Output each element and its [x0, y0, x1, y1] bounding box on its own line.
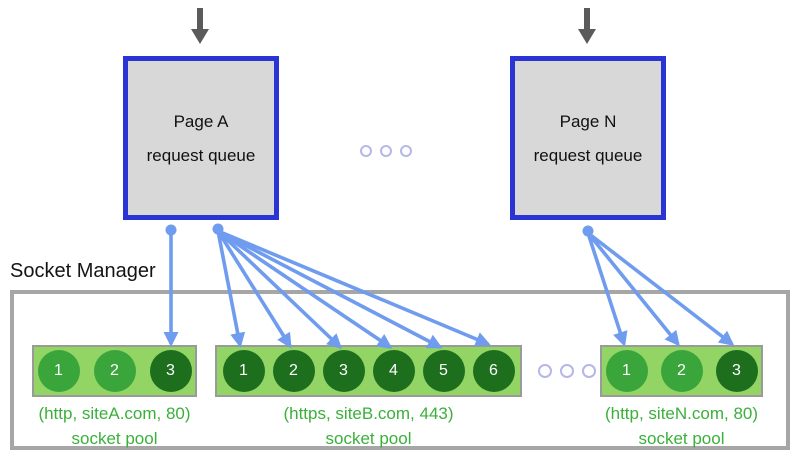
- socket-pool-sitea-caption: (http, siteA.com, 80) socket pool: [12, 401, 217, 451]
- page-n-title: Page N: [559, 111, 617, 131]
- ellipsis-icon: [360, 145, 412, 157]
- ellipsis-dot-icon: [582, 364, 596, 378]
- ellipsis-dot-icon: [360, 145, 372, 157]
- socket-circle: 1: [605, 350, 648, 392]
- socket-pool-siten: 1 2 3: [600, 345, 763, 397]
- connection-origin-dot: [582, 225, 594, 237]
- socket-pool-siteb-caption: (https, siteB.com, 443) socket pool: [195, 401, 542, 451]
- socket-pool-sitea: 1 2 3: [32, 345, 197, 397]
- pool-address: (http, siteA.com, 80): [38, 404, 191, 423]
- socket-manager-title: Socket Manager: [10, 260, 156, 282]
- ellipsis-dot-icon: [380, 145, 392, 157]
- ellipsis-dot-icon: [560, 364, 574, 378]
- page-n-subtitle: request queue: [533, 145, 643, 165]
- socket-circle: 3: [322, 350, 365, 392]
- socket-circle: 3: [715, 350, 758, 392]
- socket-circle: 6: [472, 350, 515, 392]
- pool-address: (https, siteB.com, 443): [283, 404, 454, 423]
- page-a-subtitle: request queue: [146, 145, 256, 165]
- socket-circle: 4: [372, 350, 415, 392]
- connection-origin-dot: [212, 223, 224, 235]
- socket-pool-siten-caption: (http, siteN.com, 80) socket pool: [580, 401, 783, 451]
- ellipsis-dot-icon: [538, 364, 552, 378]
- socket-circle: 5: [422, 350, 465, 392]
- ellipsis-icon: [538, 364, 596, 378]
- socket-circle: 2: [660, 350, 703, 392]
- incoming-requests-arrow-icon: [578, 8, 596, 44]
- ellipsis-dot-icon: [400, 145, 412, 157]
- socket-circle: 2: [93, 350, 136, 392]
- socket-pool-siteb: 1 2 3 4 5 6: [215, 345, 522, 397]
- connection-origin-dot: [165, 224, 177, 236]
- socket-circle: 3: [149, 350, 192, 392]
- socket-circle: 1: [222, 350, 265, 392]
- pool-label: socket pool: [325, 429, 412, 448]
- page-a-request-queue-box: Page A request queue: [123, 56, 279, 220]
- pool-label: socket pool: [71, 429, 158, 448]
- page-n-request-queue-box: Page N request queue: [510, 56, 666, 220]
- pool-address: (http, siteN.com, 80): [604, 404, 759, 423]
- pool-label: socket pool: [638, 429, 725, 448]
- socket-circle: 2: [272, 350, 315, 392]
- incoming-requests-arrow-icon: [191, 8, 209, 44]
- socket-circle: 1: [37, 350, 80, 392]
- page-a-title: Page A: [173, 111, 229, 131]
